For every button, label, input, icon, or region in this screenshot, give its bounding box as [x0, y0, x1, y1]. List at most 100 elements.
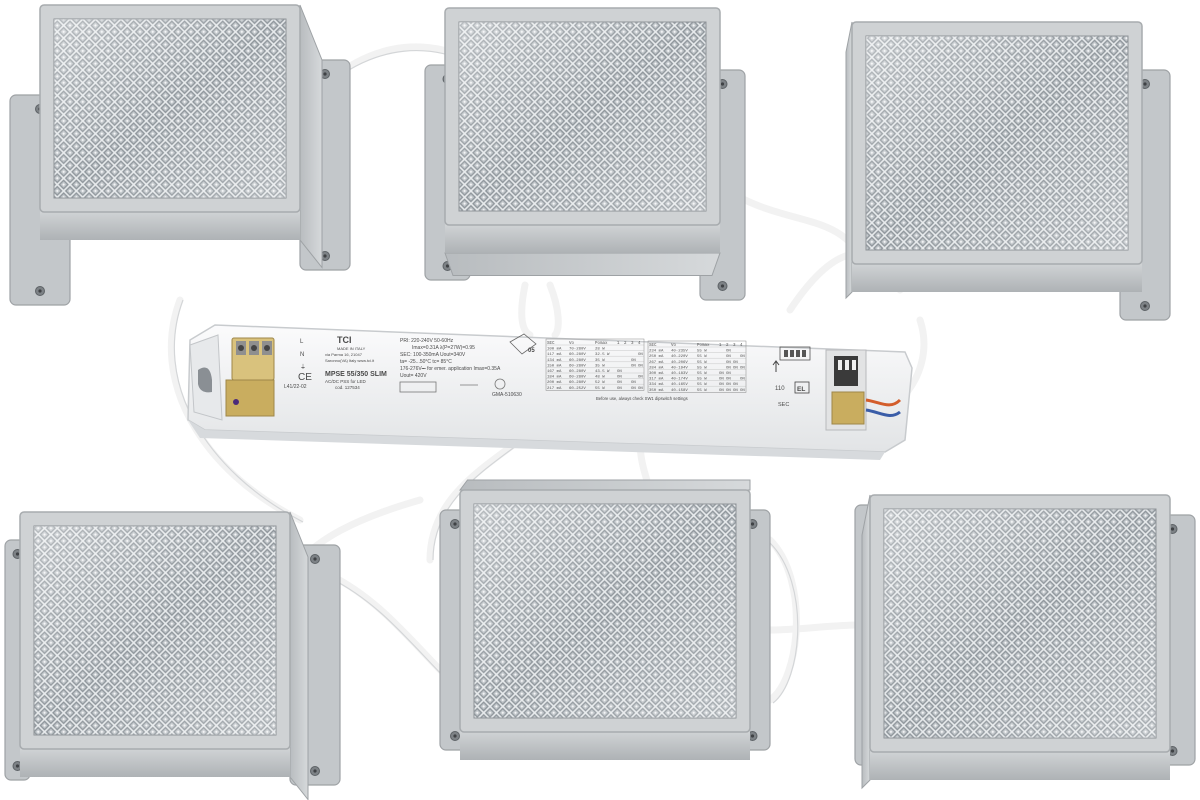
housing-side — [845, 21, 853, 300]
table-cell: 284 mA — [649, 366, 664, 370]
table-cell: ON — [638, 387, 643, 391]
table-cell: ON — [726, 383, 731, 387]
table-cell: 55 W — [697, 350, 707, 354]
housing-bottom — [852, 262, 1142, 292]
table-header: 2 — [624, 342, 627, 346]
table-header: 4 — [740, 344, 743, 348]
led-module-top-right — [845, 21, 1171, 321]
class-icon — [509, 333, 537, 355]
table-cell: 55 W — [697, 383, 707, 387]
table-cell: ON — [726, 361, 731, 365]
cert-number: GMA-510630 — [492, 392, 522, 398]
table-cell: ON — [719, 372, 724, 376]
terminal-label-n: N — [300, 352, 304, 358]
table-cell: ON — [726, 355, 731, 359]
table-cell: ON — [740, 389, 745, 393]
table-cell: 52 W — [595, 381, 605, 385]
table-header: 4 — [638, 342, 641, 346]
table-cell: 250 mA — [649, 355, 664, 359]
table-cell: ON — [631, 387, 636, 391]
table-cell: ON — [638, 364, 643, 368]
table-cell: ON — [719, 389, 724, 393]
led-module-bottom-right — [854, 494, 1196, 790]
housing-side — [861, 494, 871, 790]
table-cell: 40-183V — [671, 372, 688, 376]
table-cell: 35 W — [595, 364, 605, 368]
table-cell: ON — [617, 387, 622, 391]
table-cell: 300 mA — [649, 372, 664, 376]
table-cell: 55 W — [595, 387, 605, 391]
class-mark: 05 — [528, 348, 535, 354]
table-cell: ON — [726, 389, 731, 393]
led-module-bottom-left — [4, 511, 341, 800]
model-subtitle: AC/DC PSS for LED — [325, 379, 367, 384]
table-header: 1 — [719, 344, 722, 348]
website-text: Saronno(VA) Italy www.tci.it — [325, 358, 375, 363]
table-header: 3 — [733, 344, 736, 348]
temp-line: ta= -25...50°C tc= 85°C — [400, 359, 452, 365]
table-cell: ON — [726, 372, 731, 376]
table-cell: 117 mA — [547, 353, 562, 357]
table-cell: 184 mA — [547, 376, 562, 380]
model-code: cod. 127534 — [335, 385, 360, 390]
table-cell: ON — [638, 353, 643, 357]
table-cell: 55 W — [697, 378, 707, 382]
terminal-label-l: L — [300, 339, 304, 345]
table-cell: 43.5 W — [595, 370, 610, 374]
address-text: via Parma 16, 21047 — [325, 352, 363, 357]
table-cell: ON — [726, 366, 731, 370]
table-cell: 60-280V — [569, 376, 586, 380]
led-modules — [4, 4, 1196, 800]
led-module-top-center — [424, 7, 746, 301]
led-module-bottom-center — [439, 479, 771, 760]
housing-bottom — [40, 210, 300, 240]
origin-text: MADE IN ITALY — [337, 346, 366, 351]
table-header: SEC — [547, 342, 555, 346]
el-mark: EL — [797, 386, 805, 393]
output-terminal-block — [825, 349, 902, 431]
table-cell: 134 mA — [547, 359, 562, 363]
table-cell: ON — [740, 355, 745, 359]
table-cell: 35 W — [595, 359, 605, 363]
table-cell: ON — [733, 389, 738, 393]
table-cell: 267 mA — [649, 361, 664, 365]
table-cell: 40-194V — [671, 366, 688, 370]
table-cell: 334 mA — [649, 383, 664, 387]
table-cell: 40-206V — [671, 361, 688, 365]
table-cell: 60-280V — [569, 364, 586, 368]
housing-side — [299, 4, 323, 269]
lot-number: L41/22-02 — [284, 384, 307, 390]
table-cell: ON — [726, 350, 731, 354]
table-cell: 60-280V — [569, 353, 586, 357]
table-cell: ON — [617, 376, 622, 380]
dipswitch-note: Before use, always check SW1 dipswitch s… — [596, 396, 688, 401]
table-header: Vo — [569, 342, 575, 346]
pri-line-2: Imax=0.31A λ(P=27W)=0.95 — [412, 345, 475, 351]
table-cell: ON — [617, 381, 622, 385]
table-cell: ON — [740, 366, 745, 370]
input-terminal-block — [225, 337, 275, 417]
table-cell: 40-174V — [671, 378, 688, 382]
table-cell: ON — [733, 361, 738, 365]
table-cell: 167 mA — [547, 370, 562, 374]
table-cell: 70-280V — [569, 348, 586, 352]
housing-bottom — [870, 750, 1170, 780]
table-cell: 60-252V — [569, 387, 586, 391]
table-cell: ON — [726, 378, 731, 382]
table-cell: 55 W — [697, 389, 707, 393]
table-cell: ON — [617, 370, 622, 374]
table-cell: 55 W — [697, 366, 707, 370]
table-cell: 100 mA — [547, 348, 562, 352]
table-header: Vo — [671, 344, 677, 348]
arrow-up-icon — [772, 360, 780, 372]
sec-output-label: SEC — [778, 402, 789, 408]
table-cell: ON — [719, 383, 724, 387]
dipswitch-diagram — [772, 346, 811, 372]
table-cell: 40-220V — [671, 355, 688, 359]
housing-bottom — [20, 747, 290, 777]
table-cell: 350 mA — [649, 389, 664, 393]
